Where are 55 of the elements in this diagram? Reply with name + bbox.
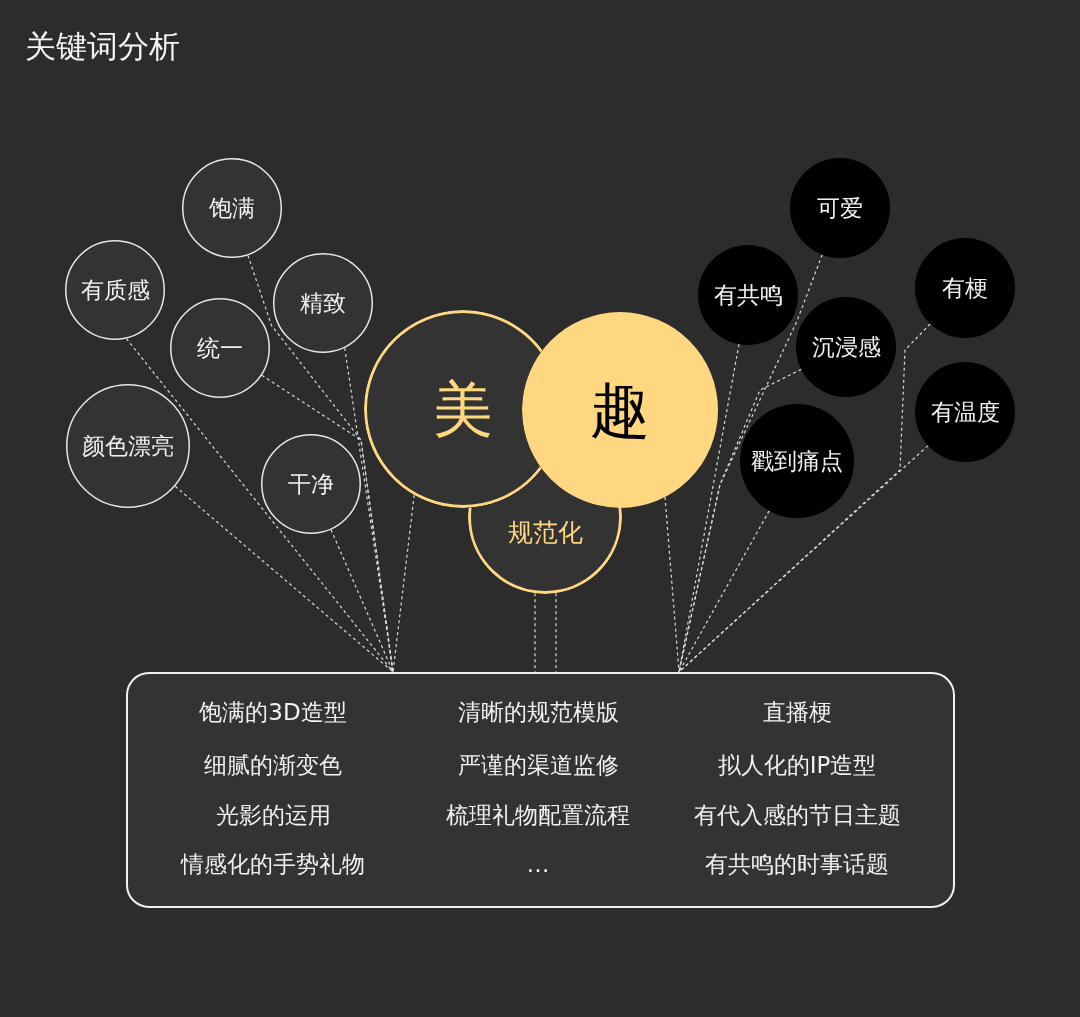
dashed-line bbox=[555, 592, 557, 673]
category-label: 美 bbox=[433, 374, 493, 444]
keyword-circle bbox=[66, 384, 190, 508]
keyword-circle bbox=[915, 362, 1015, 462]
page-title: 关键词分析 bbox=[25, 27, 180, 65]
keyword-label: 颜色漂亮 bbox=[82, 432, 174, 460]
keyword-label: 沉浸感 bbox=[811, 333, 881, 361]
summary-item: 严谨的渠道监修 bbox=[457, 751, 619, 779]
keyword-label: 干净 bbox=[288, 470, 334, 498]
dashed-line bbox=[678, 445, 929, 673]
dashed-line bbox=[330, 529, 394, 673]
keyword-circle bbox=[273, 253, 373, 353]
keyword-circle bbox=[915, 238, 1015, 338]
dashed-line bbox=[678, 368, 802, 673]
summary-item: 直播梗 bbox=[762, 698, 832, 726]
dashed-line bbox=[344, 347, 394, 673]
category-circle bbox=[522, 312, 718, 508]
keyword-label: 有梗 bbox=[942, 274, 988, 302]
keyword-circle bbox=[796, 297, 896, 397]
dashed-line bbox=[392, 494, 415, 673]
keyword-circle bbox=[790, 158, 890, 258]
dashed-line bbox=[174, 485, 394, 673]
dashed-line bbox=[534, 592, 536, 673]
category-label: 规范化 bbox=[507, 518, 583, 548]
keyword-label: 有质感 bbox=[80, 276, 150, 304]
summary-item: … bbox=[526, 850, 550, 878]
keyword-circle bbox=[698, 245, 798, 345]
summary-item: 拟人化的IP造型 bbox=[717, 751, 877, 779]
summary-item: 有代入感的节日主题 bbox=[693, 801, 901, 829]
category-circle bbox=[364, 310, 543, 508]
summary-item: 有共鸣的时事话题 bbox=[705, 850, 889, 878]
category-circle bbox=[468, 469, 622, 594]
keyword-label: 精致 bbox=[300, 289, 346, 317]
dashed-line bbox=[678, 323, 931, 673]
summary-item: 清晰的规范模版 bbox=[457, 698, 619, 726]
summary-item: 饱满的3D造型 bbox=[199, 698, 347, 726]
keyword-label: 有共鸣 bbox=[713, 281, 783, 309]
keyword-circle bbox=[261, 434, 361, 534]
keyword-circle bbox=[740, 404, 854, 518]
summary-item: 梳理礼物配置流程 bbox=[446, 801, 630, 829]
keyword-circle bbox=[182, 158, 282, 258]
keyword-label: 有温度 bbox=[930, 398, 1000, 426]
dashed-line bbox=[678, 343, 740, 673]
summary-item: 光影的运用 bbox=[215, 801, 331, 829]
summary-item: 情感化的手势礼物 bbox=[181, 850, 365, 878]
keyword-label: 统一 bbox=[197, 334, 243, 362]
summary-item: 细腻的渐变色 bbox=[204, 751, 342, 779]
keyword-circle bbox=[170, 298, 270, 398]
dashed-line bbox=[678, 510, 770, 673]
keyword-label: 饱满 bbox=[209, 194, 255, 222]
category-label: 趣 bbox=[590, 375, 650, 445]
keyword-label: 可爱 bbox=[817, 194, 863, 222]
keyword-label: 戳到痛点 bbox=[751, 447, 843, 475]
summary-panel bbox=[126, 672, 955, 908]
keyword-circle bbox=[65, 240, 165, 340]
